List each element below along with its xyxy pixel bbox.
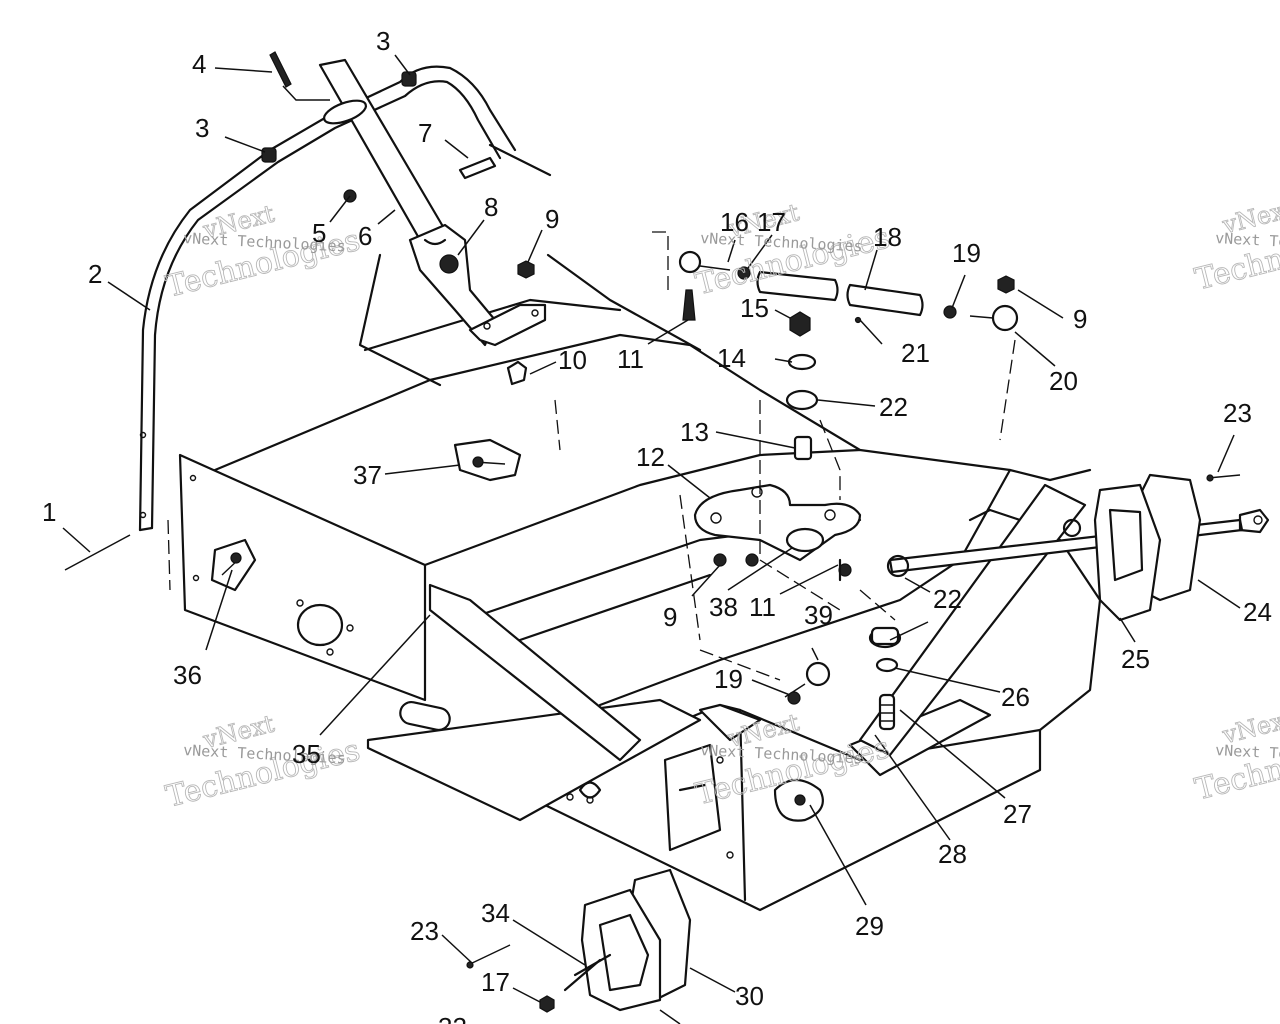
callout-3: 3 <box>376 26 390 56</box>
callout-23: 23 <box>410 916 439 946</box>
handlebar <box>138 51 702 532</box>
callout-9: 9 <box>545 204 559 234</box>
callout-9: 9 <box>663 602 677 632</box>
callout-9: 9 <box>1073 304 1087 334</box>
callout-2: 2 <box>88 259 102 289</box>
callout-25: 25 <box>1121 644 1150 674</box>
callout-22: 22 <box>879 392 908 422</box>
callout-11: 11 <box>749 592 776 622</box>
callout-19: 19 <box>952 238 981 268</box>
callout-26: 26 <box>1001 682 1030 712</box>
alignment-lines <box>167 231 1016 681</box>
callout-23: 23 <box>1223 398 1252 428</box>
callout-29: 29 <box>855 911 884 941</box>
callout-32: 32 <box>438 1012 467 1024</box>
callout-5: 5 <box>312 218 326 248</box>
callout-39: 39 <box>804 600 833 630</box>
callout-numbers: 1 2 3 3 4 5 6 7 8 9 9 9 10 11 11 12 13 1… <box>42 26 1272 1024</box>
callout-20: 20 <box>1049 366 1078 396</box>
callout-8: 8 <box>484 192 498 222</box>
callout-24: 24 <box>1243 597 1272 627</box>
callout-15: 15 <box>740 293 769 323</box>
callout-30: 30 <box>735 981 764 1011</box>
callout-12: 12 <box>636 442 665 472</box>
callout-6: 6 <box>358 221 372 251</box>
callout-37: 37 <box>353 460 382 490</box>
spindle-boots <box>466 473 1202 1013</box>
callout-10: 10 <box>558 345 587 375</box>
callout-3: 3 <box>195 113 209 143</box>
callout-14: 14 <box>717 343 746 373</box>
tie-rod-assembly <box>517 250 1019 461</box>
callout-38: 38 <box>709 592 738 622</box>
callout-1: 1 <box>42 497 56 527</box>
callout-16: 16 <box>720 207 749 237</box>
callout-22: 22 <box>933 584 962 614</box>
callout-19: 19 <box>714 664 743 694</box>
callout-17: 17 <box>481 967 510 997</box>
callout-21: 21 <box>901 338 930 368</box>
callout-17: 17 <box>757 207 786 237</box>
callout-34: 34 <box>481 898 510 928</box>
callout-36: 36 <box>173 660 202 690</box>
callout-4: 4 <box>192 49 206 79</box>
callout-7: 7 <box>418 118 432 148</box>
front-frame <box>178 298 1102 912</box>
callout-18: 18 <box>873 222 902 252</box>
callout-11: 11 <box>617 344 644 374</box>
callout-35: 35 <box>292 739 321 769</box>
callout-13: 13 <box>680 417 709 447</box>
leader-lines <box>62 54 1241 1024</box>
callout-27: 27 <box>1003 799 1032 829</box>
callout-28: 28 <box>938 839 967 869</box>
